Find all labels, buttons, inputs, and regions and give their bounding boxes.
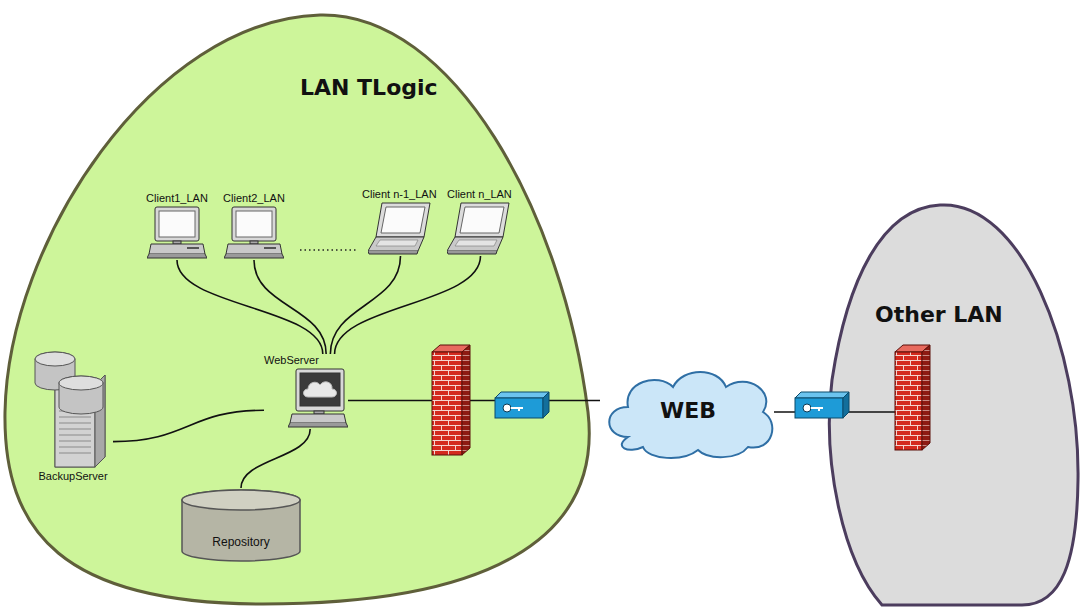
web-cloud: WEB [598, 362, 778, 462]
network-link [348, 400, 600, 401]
vpn-device [795, 392, 849, 418]
region-outline [822, 200, 1080, 608]
node-label: Client1_LAN [145, 192, 209, 205]
node-label: Client n_LAN [447, 188, 514, 201]
node-label: Client n-1_LAN [362, 188, 439, 201]
backup-server: BackupServer [33, 345, 113, 483]
region-outline [3, 12, 593, 608]
repository-cylinder-shape [180, 488, 302, 563]
firewall-icon [432, 345, 470, 455]
client-laptop: Client n-1_LAN [362, 188, 439, 256]
lan-region: Other LAN [822, 200, 1080, 608]
node-label: WebServer [264, 354, 348, 367]
node-label: Client2_LAN [222, 192, 286, 205]
node-label: LAN TLogic [300, 75, 438, 100]
srv-icon [288, 367, 348, 429]
lap-icon [368, 201, 432, 256]
firewall-icon [895, 345, 930, 450]
desk-icon [224, 205, 284, 260]
vpn-device [495, 392, 549, 418]
lap-icon [447, 201, 511, 256]
lan-region: LAN TLogicClient1_LAN Client2_LAN Client n… [3, 12, 593, 608]
node-label: WEB [598, 398, 778, 424]
client-pc: Client1_LAN [145, 192, 209, 260]
web-server: WebServer [264, 354, 348, 429]
link-line [348, 400, 600, 402]
node-label: Other LAN [875, 302, 1003, 327]
client-pc: Client2_LAN [222, 192, 286, 260]
node-label: BackupServer [33, 470, 113, 483]
repository-cylinder: Repository [180, 488, 302, 563]
desk-icon [147, 205, 207, 260]
backup-icon [33, 345, 113, 470]
node-label: Repository [180, 535, 302, 550]
client-laptop: Client n_LAN [447, 188, 514, 256]
